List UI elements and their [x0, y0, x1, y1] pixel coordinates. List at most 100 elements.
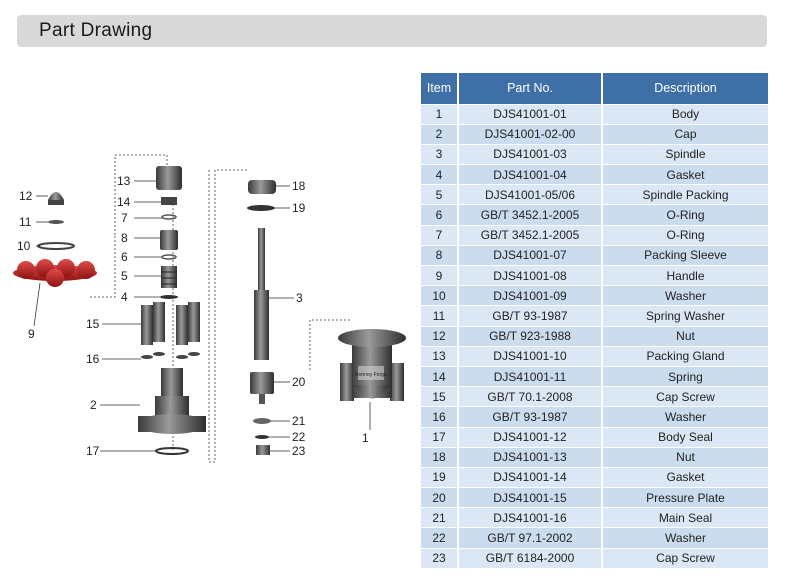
cell-item: 15	[421, 386, 459, 407]
cell-part-no: DJS41001-10	[458, 345, 603, 367]
cell-item: 7	[421, 224, 459, 246]
body-marking-text: Bonney Forge	[355, 372, 387, 378]
cell-item: 4	[421, 164, 459, 185]
cell-part-no: DJS41001-07	[458, 244, 603, 266]
cell-description: O-Ring	[602, 204, 768, 226]
callout-19: 19	[292, 201, 306, 215]
cell-item: 20	[421, 487, 459, 508]
cell-description: Body	[602, 103, 768, 125]
cell-description: Cap	[602, 123, 768, 145]
callout-16: 16	[86, 352, 100, 366]
callout-2: 2	[90, 398, 97, 412]
cell-part-no: DJS41001-14	[458, 466, 603, 488]
cell-item: 17	[421, 426, 459, 448]
cell-item: 23	[421, 547, 459, 569]
cell-item: 19	[421, 466, 459, 488]
cell-description: Spindle	[602, 143, 768, 165]
callout-3: 3	[296, 291, 303, 305]
callout-22: 22	[292, 430, 306, 444]
cell-part-no: GB/T 3452.1-2005	[458, 204, 603, 226]
callout-7: 7	[121, 211, 128, 225]
cell-description: Nut	[602, 325, 768, 347]
cell-item: 14	[421, 365, 459, 387]
parts-drawing-svg: Bonney Forge	[13, 154, 406, 463]
cell-item: 8	[421, 244, 459, 266]
cell-part-no: DJS41001-03	[458, 143, 603, 165]
cell-description: Body Seal	[602, 426, 768, 448]
callout-12: 12	[19, 189, 33, 203]
callout-17: 17	[86, 444, 100, 458]
callout-14: 14	[117, 195, 131, 209]
cell-description: Packing Sleeve	[602, 244, 768, 266]
cell-item: 13	[421, 345, 459, 367]
callout-4: 4	[121, 290, 128, 304]
callout-8: 8	[121, 231, 128, 245]
callout-5: 5	[121, 269, 128, 283]
section-header: Part Drawing	[17, 15, 767, 47]
cell-part-no: DJS41001-15	[458, 487, 603, 508]
cell-description: Pressure Plate	[602, 487, 768, 508]
callout-11: 11	[19, 215, 32, 229]
callout-6: 6	[121, 250, 128, 264]
callout-23: 23	[292, 444, 306, 458]
cell-part-no: DJS41001-11	[458, 365, 603, 387]
cell-item: 1	[421, 103, 459, 125]
cell-part-no: DJS41001-09	[458, 285, 603, 306]
cell-item: 6	[421, 204, 459, 226]
cell-description: Spring	[602, 365, 768, 387]
column-header-part-no: Part No.	[458, 73, 603, 104]
cell-item: 9	[421, 264, 459, 286]
cap-screws	[141, 302, 200, 345]
page-title: Part Drawing	[39, 20, 153, 41]
cell-description: O-Ring	[602, 224, 768, 246]
callout-10: 10	[17, 239, 31, 253]
cell-description: Gasket	[602, 466, 768, 488]
cell-item: 22	[421, 527, 459, 549]
cell-description: Spindle Packing	[602, 184, 768, 205]
cell-part-no: DJS41001-04	[458, 164, 603, 185]
cell-description: Packing Gland	[602, 345, 768, 367]
cell-part-no: DJS41001-02-00	[458, 123, 603, 145]
cell-description: Washer	[602, 406, 768, 427]
cell-description: Cap Screw	[602, 386, 768, 407]
cell-description: Washer	[602, 527, 768, 549]
cell-description: Spring Washer	[602, 305, 768, 327]
cell-item: 12	[421, 325, 459, 347]
cell-description: Cap Screw	[602, 547, 768, 569]
cell-part-no: DJS41001-01	[458, 103, 603, 125]
cell-part-no: GB/T 70.1-2008	[458, 386, 603, 407]
cell-part-no: GB/T 3452.1-2005	[458, 224, 603, 246]
cell-item: 5	[421, 184, 459, 205]
exploded-parts-drawing: Bonney Forge	[0, 140, 410, 480]
cell-part-no: DJS41001-08	[458, 264, 603, 286]
cell-item: 18	[421, 446, 459, 468]
cell-item: 3	[421, 143, 459, 165]
cell-item: 10	[421, 285, 459, 306]
callout-20: 20	[292, 375, 306, 389]
cell-description: Washer	[602, 285, 768, 306]
cell-item: 16	[421, 406, 459, 427]
cell-part-no: GB/T 6184-2000	[458, 547, 603, 569]
table-header-row: Item Part No. Description	[421, 73, 768, 104]
callout-21: 21	[292, 414, 306, 428]
